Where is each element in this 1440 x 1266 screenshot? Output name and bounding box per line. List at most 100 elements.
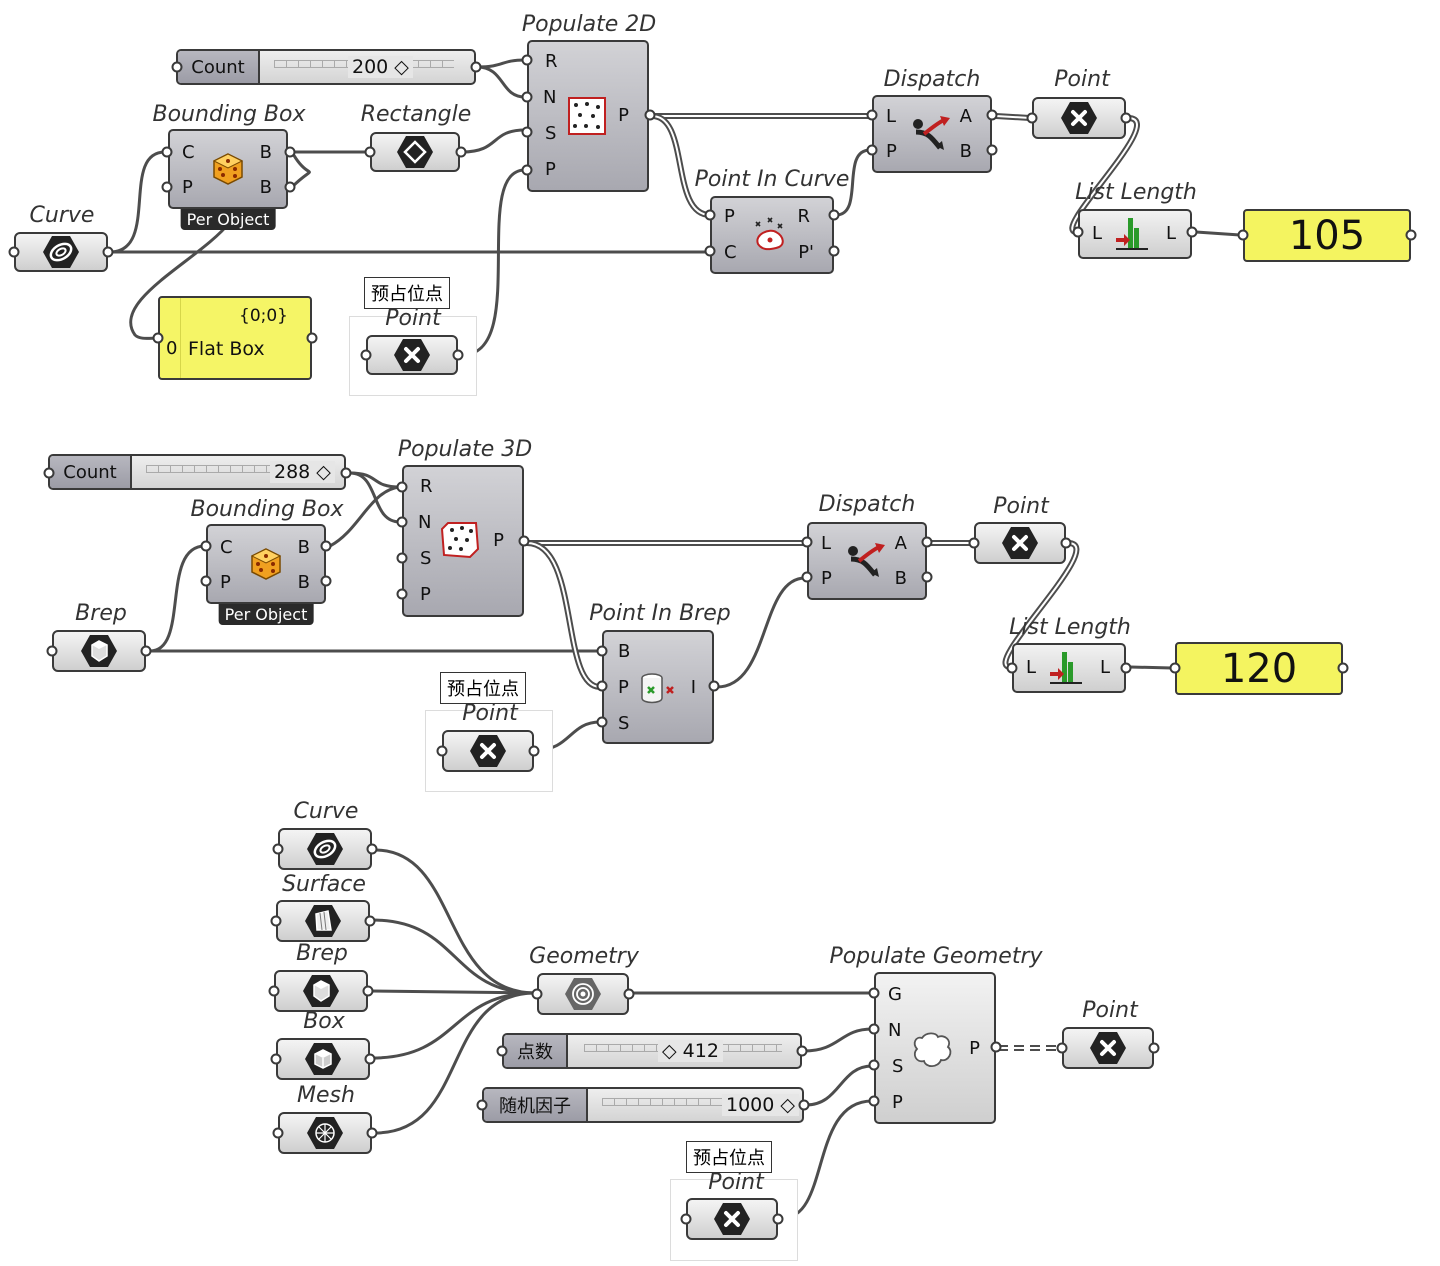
count-slider[interactable]: Count 200 ◇ [176, 49, 476, 85]
connection-grip[interactable] [200, 540, 212, 552]
connection-grip[interactable] [868, 987, 880, 999]
connection-grip[interactable] [1186, 226, 1198, 238]
connection-grip[interactable] [801, 536, 813, 548]
connection-grip[interactable] [1006, 662, 1018, 674]
connection-grip[interactable] [1169, 662, 1181, 674]
connection-grip[interactable] [366, 843, 378, 855]
connection-grip[interactable] [364, 146, 376, 158]
connection-grip[interactable] [161, 146, 173, 158]
connection-grip[interactable] [1026, 112, 1038, 124]
connection-grip[interactable] [272, 843, 284, 855]
dispatch-component[interactable]: L P A B [807, 522, 927, 600]
connection-grip[interactable] [986, 109, 998, 121]
connection-grip[interactable] [362, 985, 374, 997]
connection-grip[interactable] [798, 1099, 810, 1111]
slider-rail[interactable] [602, 1098, 784, 1106]
connection-grip[interactable] [1060, 537, 1072, 549]
seed-slider[interactable]: 随机因子 1000 ◇ [482, 1087, 804, 1123]
connection-grip[interactable] [866, 109, 878, 121]
box-param[interactable] [276, 1038, 370, 1080]
result-panel[interactable]: 105 [1243, 209, 1411, 262]
connection-grip[interactable] [868, 1059, 880, 1071]
result-panel[interactable]: 120 [1175, 642, 1343, 695]
connection-grip[interactable] [396, 552, 408, 564]
connection-grip[interactable] [140, 645, 152, 657]
connection-grip[interactable] [43, 467, 55, 479]
connection-grip[interactable] [921, 571, 933, 583]
connection-grip[interactable] [968, 537, 980, 549]
connection-grip[interactable] [152, 332, 164, 344]
list-length-component[interactable]: L L [1078, 209, 1192, 259]
connection-grip[interactable] [306, 332, 318, 344]
connection-grip[interactable] [868, 1023, 880, 1035]
curve-param[interactable] [278, 828, 372, 870]
connection-grip[interactable] [46, 645, 58, 657]
placeholder-point-param[interactable] [366, 335, 458, 375]
connection-grip[interactable] [360, 349, 372, 361]
connection-grip[interactable] [268, 985, 280, 997]
connection-grip[interactable] [272, 1127, 284, 1139]
brep-param[interactable] [52, 630, 146, 672]
point-in-curve-component[interactable]: P C R P' [710, 196, 834, 274]
connection-grip[interactable] [364, 915, 376, 927]
slider-rail[interactable] [146, 465, 324, 473]
connection-grip[interactable] [921, 536, 933, 548]
connection-grip[interactable] [704, 209, 716, 221]
connection-grip[interactable] [340, 467, 352, 479]
point-param[interactable] [1062, 1027, 1154, 1069]
connection-grip[interactable] [623, 988, 635, 1000]
connection-grip[interactable] [866, 144, 878, 156]
point-in-brep-component[interactable]: B P S I [602, 630, 714, 744]
point-param[interactable] [1032, 97, 1126, 139]
connection-grip[interactable] [644, 109, 656, 121]
connection-grip[interactable] [1056, 1042, 1068, 1054]
connection-grip[interactable] [284, 146, 296, 158]
point-param[interactable] [974, 522, 1066, 564]
connection-grip[interactable] [366, 1127, 378, 1139]
connection-grip[interactable] [396, 588, 408, 600]
connection-grip[interactable] [452, 349, 464, 361]
connection-grip[interactable] [596, 645, 608, 657]
populate-2d-component[interactable]: R N S P P [527, 40, 649, 192]
dispatch-component[interactable]: L P A B [872, 95, 992, 173]
connection-grip[interactable] [518, 535, 530, 547]
connection-grip[interactable] [1237, 229, 1249, 241]
connection-grip[interactable] [270, 1053, 282, 1065]
rectangle-param[interactable] [370, 132, 460, 172]
bounding-box-component[interactable]: C P B B [206, 524, 326, 604]
connection-grip[interactable] [1405, 229, 1417, 241]
list-length-component[interactable]: L L [1012, 643, 1126, 693]
connection-grip[interactable] [171, 61, 183, 73]
connection-grip[interactable] [1120, 662, 1132, 674]
connection-grip[interactable] [284, 181, 296, 193]
connection-grip[interactable] [596, 716, 608, 728]
connection-grip[interactable] [521, 164, 533, 176]
brep-param[interactable] [274, 970, 368, 1012]
populate-3d-component[interactable]: R N S P P [402, 465, 524, 617]
connection-grip[interactable] [320, 540, 332, 552]
populate-geometry-component[interactable]: G N S P P [874, 972, 996, 1124]
connection-grip[interactable] [200, 575, 212, 587]
connection-grip[interactable] [531, 988, 543, 1000]
connection-grip[interactable] [680, 1213, 692, 1225]
connection-grip[interactable] [476, 1099, 488, 1111]
geometry-param[interactable] [537, 973, 629, 1015]
connection-grip[interactable] [521, 126, 533, 138]
connection-grip[interactable] [528, 745, 540, 757]
connection-grip[interactable] [1337, 662, 1349, 674]
connection-grip[interactable] [708, 680, 720, 692]
surface-param[interactable] [276, 900, 370, 942]
connection-grip[interactable] [704, 245, 716, 257]
connection-grip[interactable] [990, 1041, 1002, 1053]
connection-grip[interactable] [496, 1045, 508, 1057]
placeholder-point-param[interactable] [686, 1198, 778, 1240]
curve-param[interactable] [14, 232, 108, 272]
count-slider[interactable]: Count 288 ◇ [48, 454, 346, 490]
connection-grip[interactable] [986, 144, 998, 156]
connection-grip[interactable] [868, 1095, 880, 1107]
connection-grip[interactable] [828, 245, 840, 257]
connection-grip[interactable] [396, 516, 408, 528]
connection-grip[interactable] [270, 915, 282, 927]
connection-grip[interactable] [1072, 226, 1084, 238]
connection-grip[interactable] [161, 181, 173, 193]
